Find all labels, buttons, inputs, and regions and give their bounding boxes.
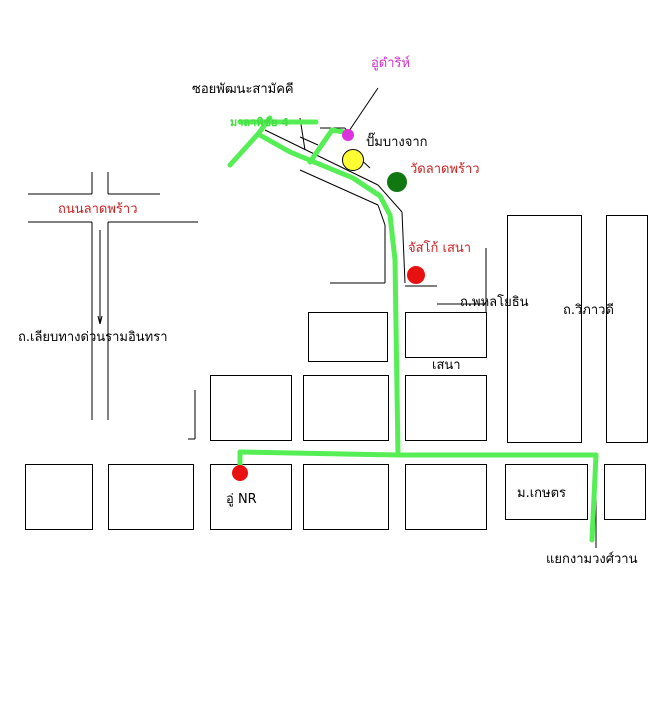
label-ngam-wong-wan: แยกงามวงศ์วาน — [546, 552, 638, 567]
label-jasco-sena: จัสโก้ เสนา — [408, 241, 472, 256]
label-phahonyothin: ถ.พหลโยธิน — [460, 295, 529, 310]
block — [505, 464, 588, 520]
label-u-dari: อู่ดำริห์ — [371, 56, 411, 71]
label-viphavadi: ถ.วิภาวดี — [563, 303, 614, 318]
green-circle-icon — [387, 172, 407, 192]
label-soi-phatthana: ซอยพัฒนะสามัคคี — [192, 82, 294, 97]
label-lat-phrao-road: ถนนลาดพร้าว — [58, 202, 138, 217]
block — [405, 312, 487, 358]
block — [210, 375, 292, 441]
label-mittraphan-4: มาลาพิชัย 4 — [230, 116, 289, 129]
block — [604, 464, 646, 520]
label-u-nr: อู่ NR — [226, 492, 257, 507]
label-pump-bangchak: ปั๊มบางจาก — [366, 135, 428, 150]
block — [108, 464, 194, 530]
label-wat-lat-phrao: วัดลาดพร้าว — [410, 162, 480, 177]
block — [308, 312, 388, 362]
red-circle-icon — [232, 465, 248, 481]
block — [25, 464, 93, 530]
block — [303, 375, 389, 441]
block — [210, 464, 292, 530]
label-kasetsart: ม.เกษตร — [517, 486, 567, 501]
block — [405, 464, 487, 530]
block — [405, 375, 487, 441]
block — [303, 464, 389, 530]
red-circle-icon — [407, 266, 425, 284]
block — [507, 215, 582, 443]
block — [606, 215, 648, 443]
label-sena: เสนา — [432, 358, 461, 373]
label-expressway: ถ.เลียบทางด่วนรามอินทรา — [18, 330, 168, 345]
magenta-circle-icon — [342, 129, 354, 141]
yellow-circle-icon — [342, 149, 364, 171]
